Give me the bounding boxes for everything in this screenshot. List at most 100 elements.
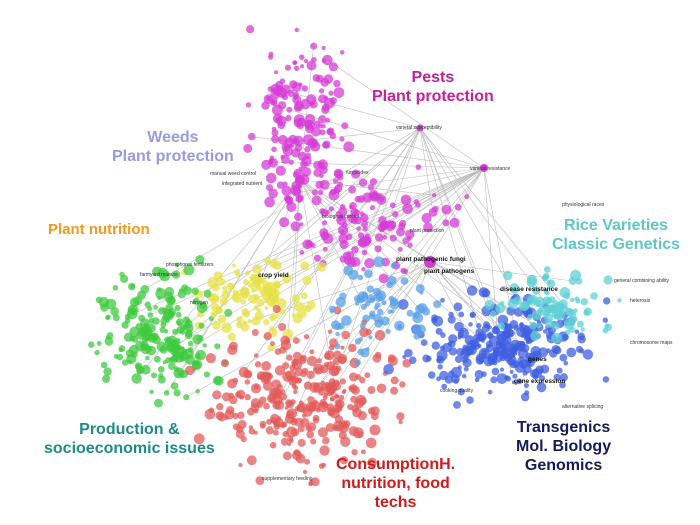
network-node <box>293 389 298 395</box>
term-label: varietal resistance <box>470 166 511 172</box>
network-node <box>310 42 318 50</box>
network-node <box>361 220 369 228</box>
network-edge <box>299 179 348 257</box>
network-node <box>303 58 309 64</box>
network-node <box>383 364 394 375</box>
network-node <box>311 189 318 196</box>
network-node <box>284 64 292 71</box>
network-node <box>413 332 421 340</box>
network-node <box>435 327 443 335</box>
network-node <box>509 370 514 374</box>
network-node <box>368 335 373 340</box>
network-node <box>271 135 280 144</box>
network-node <box>316 262 327 272</box>
network-node <box>559 353 568 362</box>
network-node <box>198 322 205 329</box>
network-node <box>199 302 207 310</box>
network-node <box>532 374 539 380</box>
network-node <box>419 290 424 295</box>
network-node <box>460 329 465 334</box>
network-node <box>134 362 143 370</box>
network-node <box>491 367 500 376</box>
cluster-label-pests: Pests Plant protection <box>372 68 494 106</box>
network-node <box>185 329 193 338</box>
network-node <box>506 354 517 366</box>
network-node <box>366 285 374 293</box>
network-node <box>299 250 305 255</box>
network-node <box>255 476 265 485</box>
network-node <box>396 227 405 237</box>
network-node <box>423 222 433 233</box>
network-node <box>369 313 375 320</box>
network-node <box>347 403 354 411</box>
network-node <box>253 353 259 358</box>
network-node <box>236 316 244 323</box>
network-node <box>246 25 255 34</box>
network-node <box>279 78 286 84</box>
network-node <box>319 228 329 238</box>
network-node <box>576 320 584 328</box>
network-node <box>343 141 355 153</box>
network-node <box>235 391 242 398</box>
network-node <box>365 347 370 352</box>
network-edge <box>144 127 421 290</box>
network-node <box>463 366 469 372</box>
network-node <box>219 297 229 306</box>
network-node <box>253 280 262 288</box>
network-node <box>324 97 335 109</box>
network-node <box>352 407 362 418</box>
cluster-label-line: Plant protection <box>372 88 494 106</box>
network-node <box>341 330 351 340</box>
network-node <box>212 320 221 330</box>
network-node <box>360 303 367 310</box>
network-edge <box>342 127 421 359</box>
network-node <box>279 217 290 228</box>
network-node <box>232 292 243 303</box>
network-node <box>305 401 317 413</box>
network-node <box>554 302 565 313</box>
network-node <box>553 373 561 381</box>
network-node <box>192 334 203 345</box>
network-node <box>577 332 585 341</box>
term-label: plant pathogens <box>424 268 475 275</box>
network-node <box>328 206 334 212</box>
network-node <box>413 199 419 205</box>
cluster-label-line: Plant protection <box>112 148 234 166</box>
network-node <box>263 318 270 326</box>
network-node <box>428 208 438 217</box>
network-node <box>168 311 175 318</box>
network-node <box>286 106 293 113</box>
network-node <box>466 396 474 404</box>
network-node <box>454 355 463 364</box>
network-node <box>495 303 506 314</box>
network-node <box>183 394 190 401</box>
network-node <box>205 353 216 364</box>
term-label: nitrogen <box>190 300 209 306</box>
cluster-label-line: Pests <box>411 69 455 86</box>
network-node <box>357 195 366 203</box>
network-node <box>369 424 381 436</box>
network-node <box>269 441 277 449</box>
network-node <box>195 389 200 394</box>
network-node <box>458 311 465 318</box>
network-node <box>298 166 303 172</box>
network-node <box>216 403 224 411</box>
network-edge <box>275 88 421 129</box>
network-node <box>227 344 238 355</box>
network-node <box>437 364 443 370</box>
network-node <box>396 412 405 421</box>
network-node <box>292 351 302 361</box>
network-node <box>232 263 237 268</box>
network-node <box>271 146 277 153</box>
network-node <box>340 436 351 447</box>
network-node <box>235 429 245 439</box>
network-node <box>548 296 556 304</box>
network-node <box>268 54 274 60</box>
network-node <box>281 185 292 196</box>
network-node <box>404 348 413 358</box>
cluster-label-line: socioeconomic issues <box>44 440 215 458</box>
network-node <box>274 400 285 410</box>
network-node <box>248 428 256 435</box>
network-node <box>399 219 407 228</box>
network-node <box>247 282 253 288</box>
